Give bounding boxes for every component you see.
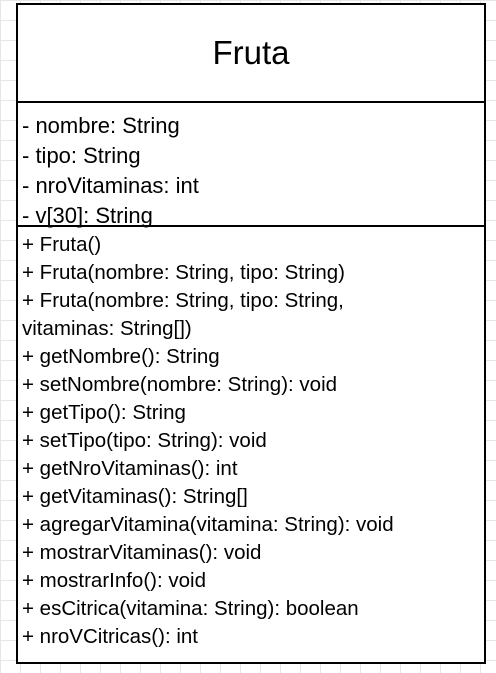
method-es-citrica: + esCitrica(vitamina: String): boolean — [22, 597, 359, 620]
method-mostrar-info: + mostrarInfo(): void — [22, 569, 206, 592]
method-get-vitaminas: + getVitaminas(): String[] — [22, 485, 248, 508]
method-get-nombre: + getNombre(): String — [22, 345, 220, 368]
class-name: Fruta — [212, 34, 290, 71]
method-agregar-vitamina: + agregarVitamina(vitamina: String): voi… — [22, 513, 394, 536]
method-fruta-two-args: + Fruta(nombre: String, tipo: String) — [22, 261, 346, 284]
method-set-tipo: + setTipo(tipo: String): void — [22, 429, 267, 452]
method-mostrar-vitaminas: + mostrarVitaminas(): void — [22, 541, 262, 564]
method-get-nro-vitaminas: + getNroVitaminas(): int — [22, 457, 238, 480]
method-nro-v-citricas: + nroVCitricas(): int — [22, 625, 199, 648]
uml-class-box[interactable]: Fruta - nombre: String - tipo: String - … — [16, 3, 486, 664]
methods-section: + Fruta() + Fruta(nombre: String, tipo: … — [18, 227, 484, 651]
method-fruta-three-args: + Fruta(nombre: String, tipo: String, — [22, 289, 344, 312]
method-fruta-default: + Fruta() — [22, 233, 102, 256]
attribute-nombre: - nombre: String — [22, 113, 180, 138]
method-fruta-three-args-continued: vitaminas: String[]) — [22, 317, 192, 340]
attributes-section: - nombre: String - tipo: String - nroVit… — [18, 103, 484, 228]
class-name-section: Fruta — [18, 5, 484, 103]
method-set-nombre: + setNombre(nombre: String): void — [22, 373, 338, 396]
method-get-tipo: + getTipo(): String — [22, 401, 186, 424]
attribute-v: - v[30]: String — [22, 203, 153, 228]
attribute-tipo: - tipo: String — [22, 143, 141, 168]
attribute-nro-vitaminas: - nroVitaminas: int — [22, 173, 199, 198]
